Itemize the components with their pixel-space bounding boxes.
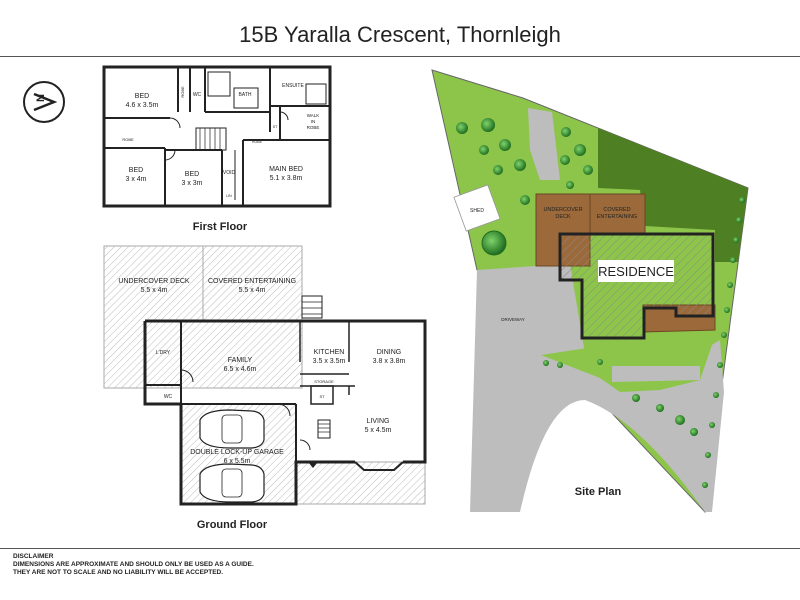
room-deck-dims: 5.5 x 4m xyxy=(141,287,168,294)
tree-icon xyxy=(632,394,640,402)
site-plan-caption: Site Plan xyxy=(575,486,622,498)
tree-icon xyxy=(702,482,708,488)
room-covered-name: COVERED ENTERTAINING xyxy=(208,278,296,285)
tree-icon xyxy=(597,359,603,365)
tree-icon xyxy=(675,415,685,425)
room-living-name: LIVING xyxy=(367,418,390,425)
site-covered-label-1: COVERED xyxy=(603,207,630,213)
void-label: VOID xyxy=(223,170,236,176)
driveway-label: DRIVEWAY xyxy=(501,317,525,322)
laundry-label: L'DRY xyxy=(156,350,171,356)
tree-icon xyxy=(724,307,730,313)
wc-ground-label: WC xyxy=(164,394,173,400)
tree-icon xyxy=(721,332,727,338)
wir-label-2: IN xyxy=(311,119,316,124)
room-garage-name: DOUBLE LOCK-UP GARAGE xyxy=(190,449,284,456)
store-label: ST xyxy=(273,125,278,129)
room-covered-dims: 5.5 x 4m xyxy=(239,287,266,294)
tree-icon xyxy=(656,404,664,412)
wir-label-1: WALK xyxy=(307,113,320,118)
disclaimer-heading: DISCLAIMER xyxy=(13,553,54,560)
room-main-bed-name: MAIN BED xyxy=(269,166,303,173)
disclaimer-line-2: THEY ARE NOT TO SCALE AND NO LIABILITY W… xyxy=(13,569,224,576)
room-dining-name: DINING xyxy=(377,349,402,356)
tree-icon xyxy=(739,197,745,203)
tree-icon xyxy=(736,217,742,223)
title-divider xyxy=(0,56,800,57)
room-bed-1-name: BED xyxy=(135,93,149,100)
tree-icon xyxy=(566,181,574,189)
robe-label-2: ROBE xyxy=(122,137,134,142)
storage-label: STORAGE xyxy=(314,379,334,384)
first-floor-caption: First Floor xyxy=(193,221,248,233)
room-bed-2-dims: 3 x 4m xyxy=(125,176,146,183)
tree-icon xyxy=(493,165,503,175)
wc-label: WC xyxy=(193,92,202,98)
room-dining-dims: 3.8 x 3.8m xyxy=(373,358,406,365)
linen-label: LIN xyxy=(226,194,232,198)
tree-icon xyxy=(557,362,563,368)
tree-icon xyxy=(705,452,711,458)
disclaimer-line-1: DIMENSIONS ARE APPROXIMATE AND SHOULD ON… xyxy=(13,561,254,568)
tree-icon xyxy=(709,422,715,428)
tree-icon xyxy=(730,257,736,263)
tree-icon xyxy=(481,118,495,132)
car-icon-1 xyxy=(199,409,265,449)
site-deck-label-1: UNDERCOVER xyxy=(543,207,582,213)
tree-icon xyxy=(561,127,571,137)
room-bed-3-dims: 3 x 3m xyxy=(181,180,202,187)
first-floor-labels: BED 4.6 x 3.5m BED 3 x 4m BED 3 x 3m MAI… xyxy=(122,83,319,233)
tree-icon xyxy=(479,145,489,155)
room-bed-3-name: BED xyxy=(185,171,199,178)
tree-icon xyxy=(514,159,526,171)
tree-icon xyxy=(520,195,530,205)
first-floor-plan xyxy=(102,65,332,208)
site-covered-label-2: ENTERTAINING xyxy=(597,214,637,220)
tree-icon xyxy=(690,428,698,436)
tree-icon xyxy=(733,237,739,243)
shed-label: SHED xyxy=(470,208,484,214)
tree-icon xyxy=(481,230,507,256)
tree-icon xyxy=(543,360,549,366)
room-deck-name: UNDERCOVER DECK xyxy=(118,278,190,285)
room-kitchen-name: KITCHEN xyxy=(314,349,345,356)
page-title: 15B Yaralla Crescent, Thornleigh xyxy=(239,22,561,47)
tree-icon xyxy=(574,144,586,156)
room-bed-2-name: BED xyxy=(129,167,143,174)
room-bed-1-dims: 4.6 x 3.5m xyxy=(126,102,159,109)
tree-icon xyxy=(499,139,511,151)
robe-label-3: ROBE xyxy=(252,140,263,144)
residence-label: RESIDENCE xyxy=(598,264,674,279)
car-icon-2 xyxy=(199,463,265,503)
room-family-name: FAMILY xyxy=(228,357,253,364)
footer-divider xyxy=(0,548,800,549)
disclaimer: DISCLAIMER DIMENSIONS ARE APPROXIMATE AN… xyxy=(13,553,254,577)
room-garage-dims: 6 x 5.5m xyxy=(224,458,251,465)
tree-icon xyxy=(713,392,719,398)
bath-label: BATH xyxy=(239,92,252,98)
tree-icon xyxy=(456,122,468,134)
north-arrow-icon: N xyxy=(23,81,65,123)
room-main-bed-dims: 5.1 x 3.8m xyxy=(270,175,303,182)
ground-floor-plan xyxy=(103,245,427,506)
ground-floor-labels: UNDERCOVER DECK 5.5 x 4m COVERED ENTERTA… xyxy=(118,278,405,531)
room-kitchen-dims: 3.5 x 3.5m xyxy=(313,358,346,365)
tree-icon xyxy=(717,362,723,368)
tree-icon xyxy=(560,155,570,165)
ground-floor-caption: Ground Floor xyxy=(197,519,268,531)
ensuite-label: ENSUITE xyxy=(282,83,304,89)
wir-label-3: ROBE xyxy=(307,125,320,130)
tree-icon xyxy=(583,165,593,175)
site-deck-label-2: DECK xyxy=(555,214,571,220)
room-family-dims: 6.5 x 4.6m xyxy=(224,366,257,373)
room-living-dims: 5 x 4.5m xyxy=(365,427,392,434)
robe-label: ROBE xyxy=(180,86,185,98)
svg-text:N: N xyxy=(35,94,47,102)
tree-icon xyxy=(727,282,733,288)
store-ground-label: ST xyxy=(319,394,325,399)
site-plan: SHED UNDERCOVER DECK COVERED ENTERTAININ… xyxy=(431,69,749,514)
